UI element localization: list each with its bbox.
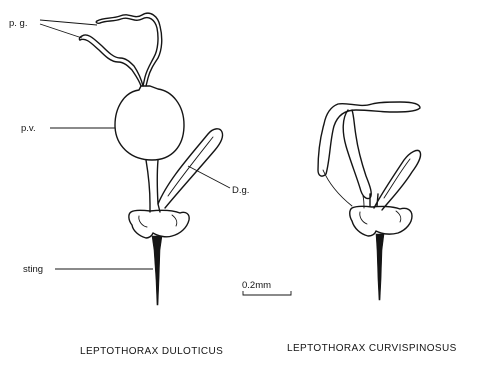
sting-apparatus-curvispinosus [350, 206, 412, 300]
scale-bar: 0.2mm [242, 280, 291, 295]
sting-apparatus-duloticus [129, 210, 189, 305]
label-sting: sting [23, 264, 43, 275]
scale-bar-label: 0.2mm [242, 280, 271, 291]
poison-vesicle-duloticus [115, 86, 184, 160]
specimen-duloticus: p. g. p.v. D.g. sting [9, 13, 249, 305]
label-dg: D.g. [232, 185, 249, 196]
dufour-gland-curvispinosus [370, 150, 421, 210]
specimen-curvispinosus [318, 102, 421, 300]
species-label-left: LEPTOTHORAX DULOTICUS [80, 346, 223, 357]
species-label-right: LEPTOTHORAX CURVISPINOSUS [287, 343, 457, 354]
poison-gland-curvispinosus [318, 102, 420, 208]
label-pv: p.v. [21, 123, 36, 134]
dufour-gland-duloticus [146, 129, 223, 212]
label-pg: p. g. [9, 18, 28, 29]
